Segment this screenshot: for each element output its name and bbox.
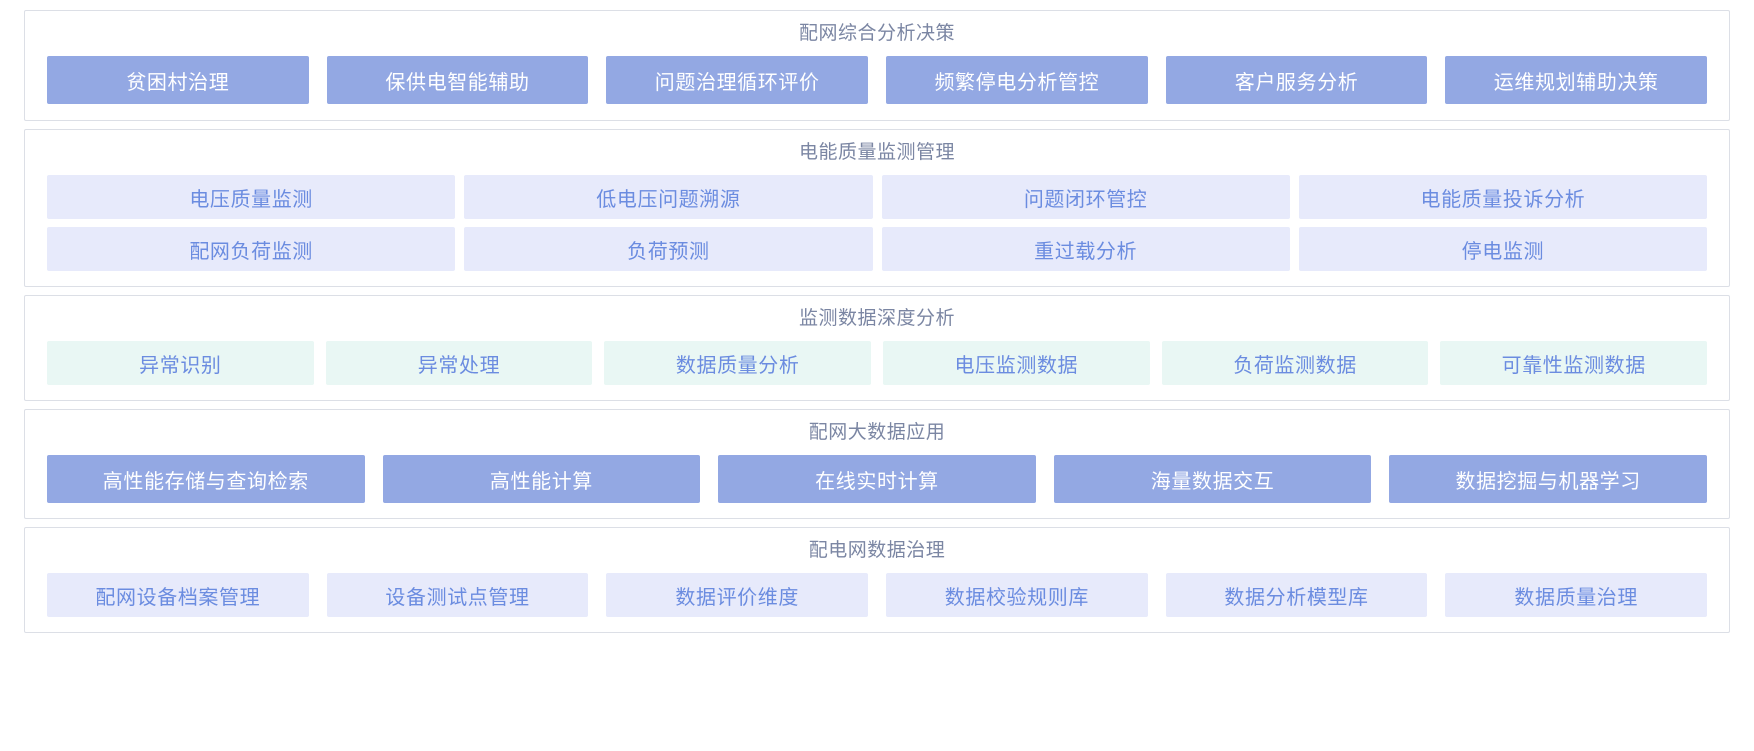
tile-button[interactable]: 配网设备档案管理 bbox=[47, 573, 309, 617]
tile-button[interactable]: 数据校验规则库 bbox=[886, 573, 1148, 617]
tile-button[interactable]: 重过载分析 bbox=[881, 227, 1290, 271]
section-panel-comprehensive-analysis-decision: 配网综合分析决策贫困村治理保供电智能辅助问题治理循环评价频繁停电分析管控客户服务… bbox=[24, 10, 1730, 121]
tile-button[interactable]: 异常识别 bbox=[47, 341, 314, 385]
tile-button[interactable]: 运维规划辅助决策 bbox=[1445, 56, 1708, 104]
tile-button[interactable]: 电能质量投诉分析 bbox=[1298, 175, 1707, 219]
section-panel-distribution-big-data-application: 配网大数据应用高性能存储与查询检索高性能计算在线实时计算海量数据交互数据挖掘与机… bbox=[24, 409, 1730, 519]
tile-button[interactable]: 在线实时计算 bbox=[718, 455, 1036, 503]
tile-button[interactable]: 设备测试点管理 bbox=[326, 573, 589, 617]
section-title-monitoring-data-deep-analysis: 监测数据深度分析 bbox=[798, 308, 955, 329]
tile-button[interactable]: 数据质量分析 bbox=[604, 341, 872, 385]
tile-button[interactable]: 数据挖掘与机器学习 bbox=[1389, 455, 1707, 503]
tile-row: 异常识别异常处理数据质量分析电压监测数据负荷监测数据可靠性监测数据 bbox=[47, 341, 1708, 385]
tile-row: 配网设备档案管理设备测试点管理数据评价维度数据校验规则库数据分析模型库数据质量治… bbox=[47, 573, 1708, 617]
tile-button[interactable]: 可靠性监测数据 bbox=[1440, 341, 1708, 385]
tile-button[interactable]: 负荷预测 bbox=[464, 227, 873, 271]
tile-button[interactable]: 保供电智能辅助 bbox=[326, 56, 589, 104]
tile-row: 贫困村治理保供电智能辅助问题治理循环评价频繁停电分析管控客户服务分析运维规划辅助… bbox=[47, 56, 1708, 104]
tile-button[interactable]: 频繁停电分析管控 bbox=[886, 56, 1148, 104]
section-title-distribution-network-data-governance: 配电网数据治理 bbox=[808, 540, 946, 561]
tile-button[interactable]: 异常处理 bbox=[325, 341, 593, 385]
section-title-power-quality-monitoring-management: 电能质量监测管理 bbox=[798, 142, 955, 163]
tile-button[interactable]: 数据质量治理 bbox=[1445, 573, 1708, 617]
section-panel-power-quality-monitoring-management: 电能质量监测管理电压质量监测低电压问题溯源问题闭环管控电能质量投诉分析配网负荷监… bbox=[24, 129, 1730, 287]
section-title-comprehensive-analysis-decision: 配网综合分析决策 bbox=[798, 23, 955, 44]
section-title-distribution-big-data-application: 配网大数据应用 bbox=[808, 422, 946, 443]
tile-button[interactable]: 数据分析模型库 bbox=[1165, 573, 1428, 617]
tile-button[interactable]: 高性能存储与查询检索 bbox=[47, 455, 365, 503]
tile-button[interactable]: 低电压问题溯源 bbox=[464, 175, 873, 219]
tile-button[interactable]: 配网负荷监测 bbox=[47, 227, 456, 271]
tile-row: 高性能存储与查询检索高性能计算在线实时计算海量数据交互数据挖掘与机器学习 bbox=[47, 455, 1707, 503]
tile-button[interactable]: 贫困村治理 bbox=[47, 56, 309, 104]
tile-button[interactable]: 负荷监测数据 bbox=[1161, 341, 1429, 385]
tile-button[interactable]: 高性能计算 bbox=[382, 455, 701, 503]
section-panel-distribution-network-data-governance: 配电网数据治理配网设备档案管理设备测试点管理数据评价维度数据校验规则库数据分析模… bbox=[24, 527, 1730, 633]
tile-row: 电压质量监测低电压问题溯源问题闭环管控电能质量投诉分析 bbox=[47, 175, 1707, 219]
tile-button[interactable]: 电压质量监测 bbox=[47, 175, 456, 219]
tile-button[interactable]: 海量数据交互 bbox=[1053, 455, 1372, 503]
tile-button[interactable]: 客户服务分析 bbox=[1165, 56, 1428, 104]
tile-row: 配网负荷监测负荷预测重过载分析停电监测 bbox=[47, 227, 1707, 271]
tile-button[interactable]: 问题闭环管控 bbox=[881, 175, 1290, 219]
section-panel-monitoring-data-deep-analysis: 监测数据深度分析异常识别异常处理数据质量分析电压监测数据负荷监测数据可靠性监测数… bbox=[24, 295, 1730, 401]
tile-button[interactable]: 停电监测 bbox=[1298, 227, 1707, 271]
tile-button[interactable]: 电压监测数据 bbox=[883, 341, 1150, 385]
tile-button[interactable]: 数据评价维度 bbox=[606, 573, 869, 617]
tile-button[interactable]: 问题治理循环评价 bbox=[606, 56, 869, 104]
